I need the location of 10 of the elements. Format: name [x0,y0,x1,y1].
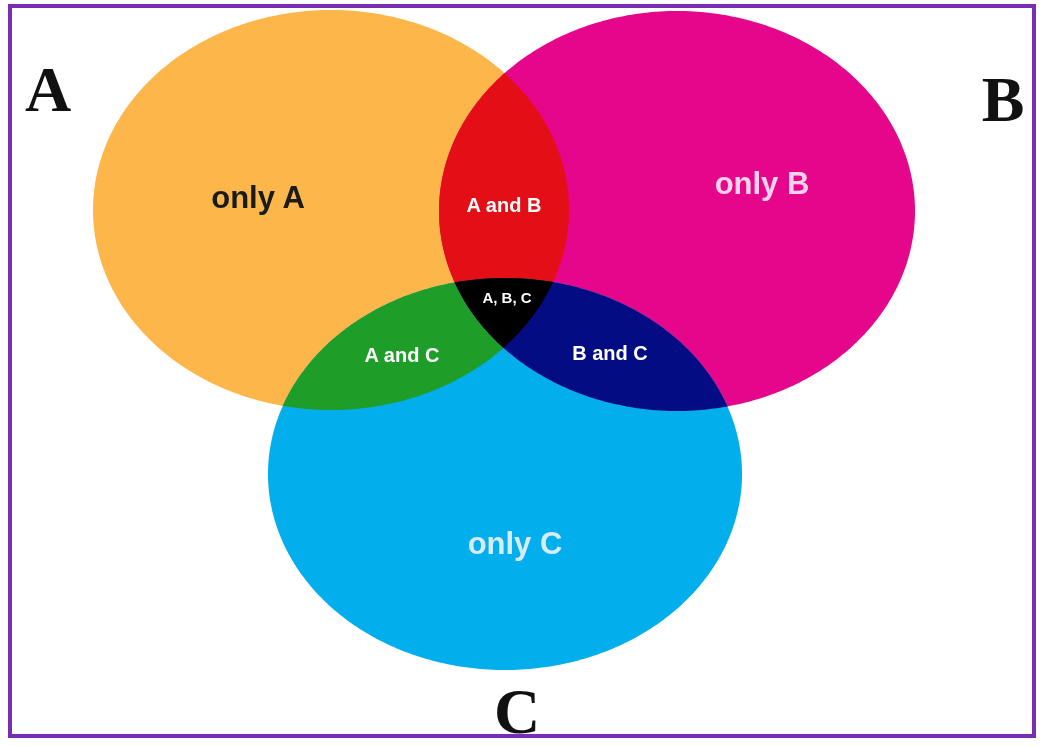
set-letter: B [981,68,1025,132]
region-label: A, B, C [482,289,532,305]
set-letter: C [493,680,541,744]
region-label: only A [211,181,305,213]
region-label: B and C [572,343,648,363]
region-label: A and B [466,195,542,215]
region-label: only B [714,167,810,199]
region-label: only C [467,527,563,559]
set-letter: A [24,58,72,122]
region-label: A and C [364,345,440,365]
